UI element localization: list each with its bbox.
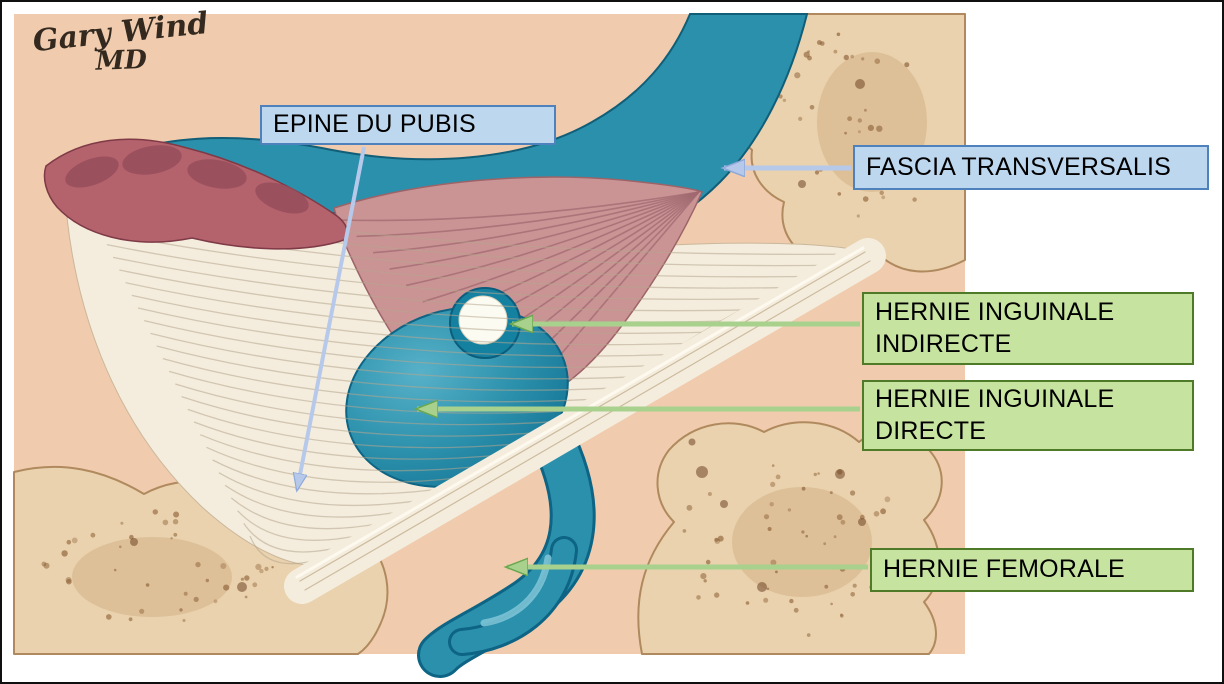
label-fascia-transversalis: FASCIA TRANSVERSALIS [853,145,1209,190]
artist-signature-credential: MD [95,45,148,77]
label-hernie-inguinale-directe: HERNIE INGUINALE DIRECTE [862,380,1194,451]
label-epine-du-pubis: EPINE DU PUBIS [260,105,556,145]
aponeurosis-fiber-lines [81,193,861,565]
label-hernie-femorale: HERNIE FEMORALE [870,548,1194,592]
label-hernie-inguinale-indirecte: HERNIE INGUINALE INDIRECTE [862,292,1194,365]
deep-inguinal-ring [449,287,521,359]
bone-structures [13,13,966,655]
